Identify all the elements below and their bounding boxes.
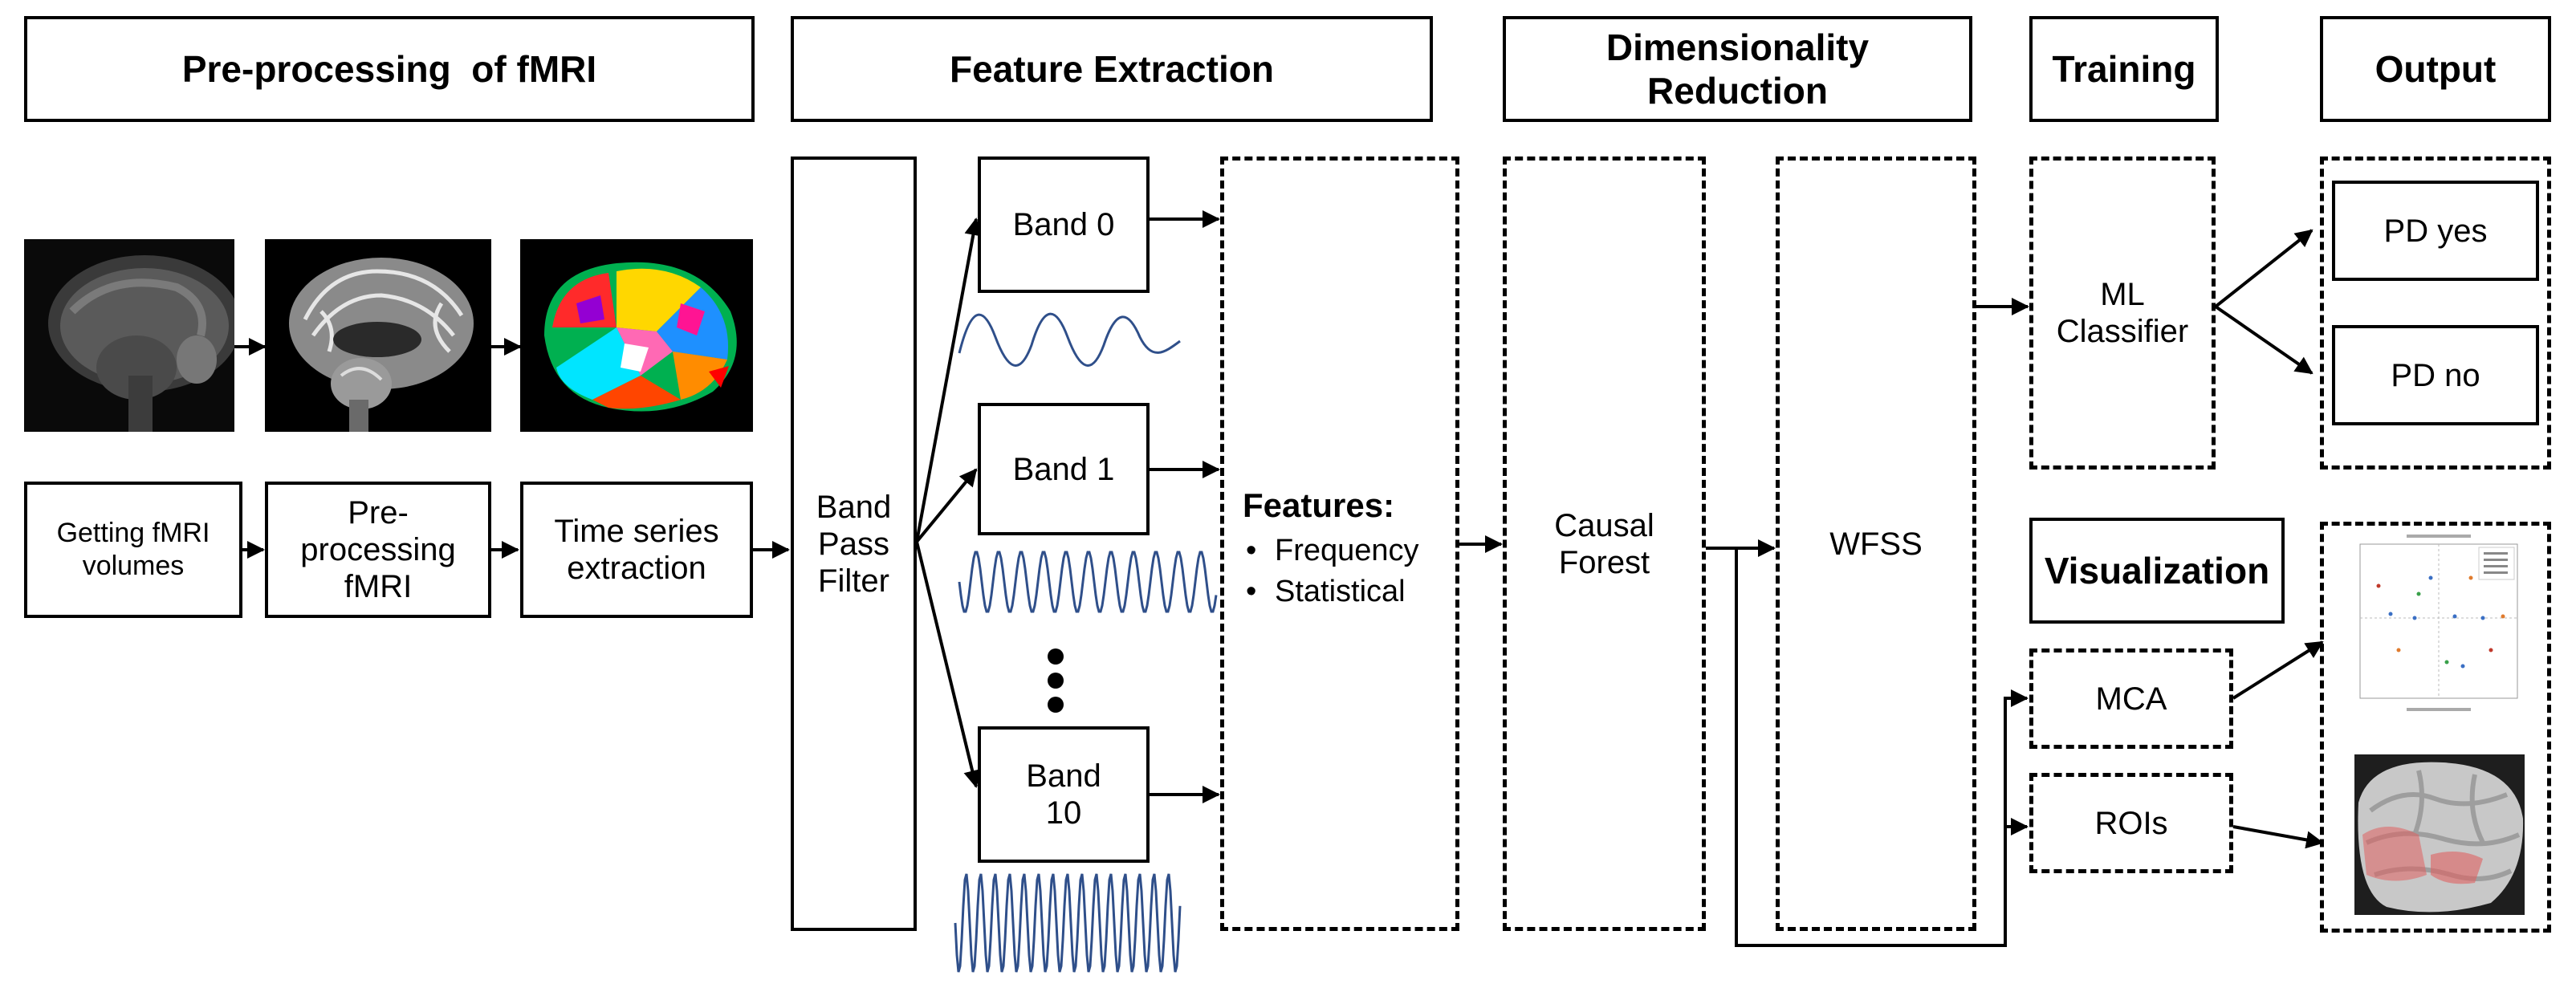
ellipsis-dot	[1048, 673, 1064, 689]
features-title: Features:	[1243, 486, 1395, 524]
output-group	[2320, 157, 2551, 470]
band-0-box: Band 0	[978, 157, 1150, 293]
mca-box: MCA	[2029, 648, 2233, 749]
band1-wave	[958, 551, 1218, 613]
brain-roi-icon	[2354, 754, 2525, 915]
feature-statistical: Statistical	[1246, 571, 1419, 613]
wfss-box: WFSS	[1776, 157, 1976, 931]
pd-no-box: PD no	[2332, 325, 2539, 425]
time-series-extraction-box: Time series extraction	[520, 482, 753, 618]
header-preprocessing: Pre-processing of fMRI	[24, 16, 755, 122]
ml-classifier-box: ML Classifier	[2029, 157, 2216, 470]
features-list: Features: Frequency Statistical	[1243, 483, 1419, 613]
rois-box: ROIs	[2029, 773, 2233, 873]
band-1-box: Band 1	[978, 403, 1150, 535]
visualization-output-group	[2320, 522, 2551, 933]
header-feature-extraction: Feature Extraction	[791, 16, 1433, 122]
preprocessing-fmri-box: Pre-processing fMRI	[265, 482, 491, 618]
features-box	[1220, 157, 1459, 931]
pd-yes-box: PD yes	[2332, 181, 2539, 281]
brain-atlas-icon	[520, 239, 753, 432]
header-visualization: Visualization	[2029, 518, 2285, 624]
band0-wave	[958, 312, 1181, 367]
mri-preprocessed-icon	[265, 239, 491, 432]
mca-plot-icon	[2342, 530, 2525, 722]
band-10-box: Band 10	[978, 726, 1150, 863]
header-dimensionality-reduction: Dimensionality Reduction	[1503, 16, 1972, 122]
header-training: Training	[2029, 16, 2219, 122]
causal-forest-box: Causal Forest	[1503, 157, 1706, 931]
band10-wave	[954, 873, 1182, 973]
feature-frequency: Frequency	[1246, 531, 1418, 572]
mri-raw-icon	[24, 239, 234, 432]
getting-fmri-volumes-box: Getting fMRI volumes	[24, 482, 242, 618]
band-pass-filter-box: Band Pass Filter	[791, 157, 917, 931]
ellipsis-dot	[1048, 697, 1064, 713]
ellipsis-dot	[1048, 648, 1064, 665]
header-output: Output	[2320, 16, 2551, 122]
